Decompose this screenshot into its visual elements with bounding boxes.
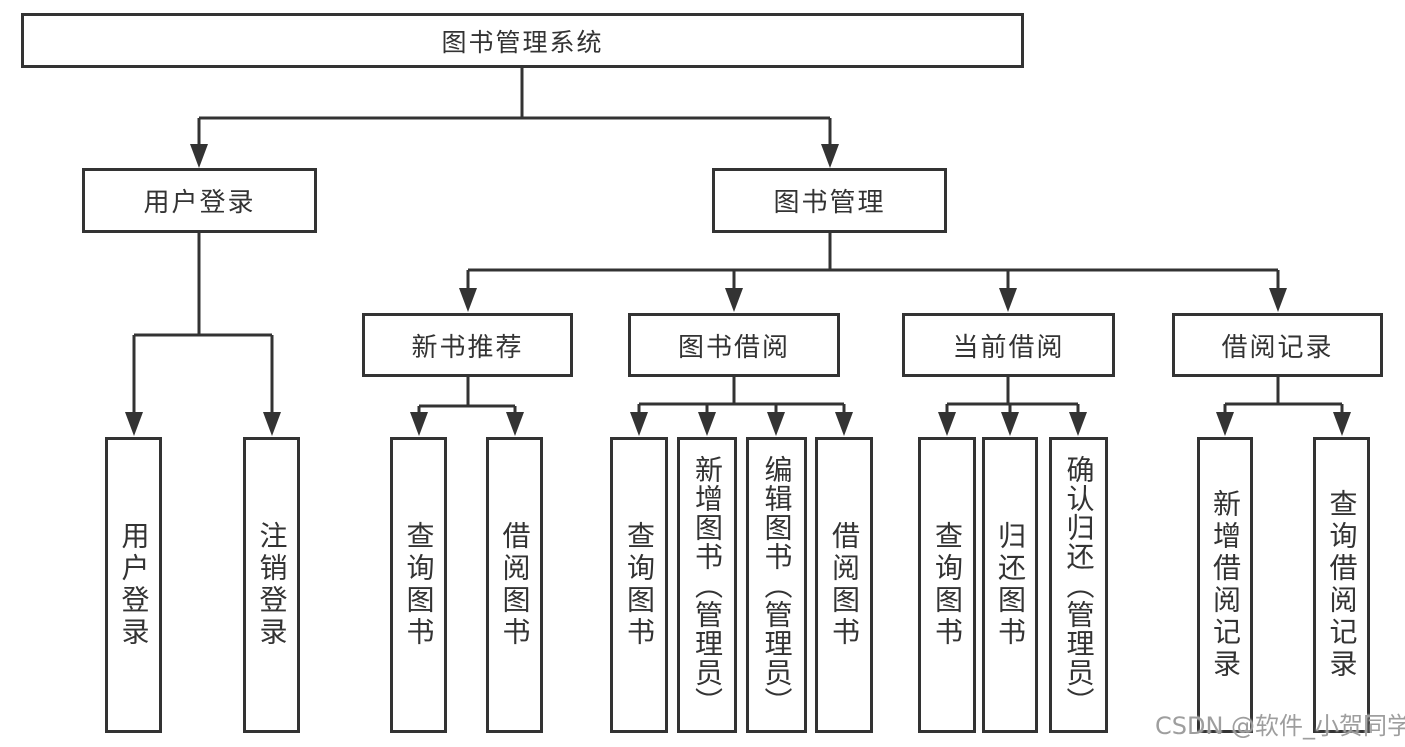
node-book-borrow-label: 图书借阅	[677, 332, 790, 363]
leaf-user-login: 用户登录	[105, 437, 162, 733]
leaf-user-login-label: 用户登录	[117, 521, 151, 649]
leaf-confirm-return-admin: 确认归还（管理员）	[1049, 437, 1108, 733]
node-root: 图书管理系统	[21, 13, 1024, 68]
leaf-borrow-book-label: 借阅图书	[828, 521, 861, 649]
node-new-book-recommend: 新书推荐	[362, 313, 573, 377]
node-current-borrow-label: 当前借阅	[952, 332, 1065, 363]
leaf-add-borrow-record-label: 新增借阅记录	[1209, 489, 1242, 681]
leaf-edit-book-admin-label: 编辑图书（管理员）	[760, 454, 794, 716]
leaf-borrow-query-book-label: 查询图书	[623, 521, 656, 649]
node-book-management: 图书管理	[712, 168, 947, 233]
leaf-recommend-query-book: 查询图书	[390, 437, 447, 733]
node-book-management-label: 图书管理	[773, 188, 886, 218]
node-user-login-label: 用户登录	[143, 188, 256, 218]
leaf-edit-book-admin: 编辑图书（管理员）	[746, 437, 807, 733]
leaf-recommend-borrow-book-label: 借阅图书	[498, 521, 532, 649]
leaf-borrow-query-book: 查询图书	[610, 437, 668, 733]
node-borrow-record-label: 借阅记录	[1221, 332, 1334, 363]
leaf-logout: 注销登录	[243, 437, 300, 733]
node-current-borrow: 当前借阅	[902, 313, 1115, 377]
node-book-borrow: 图书借阅	[628, 313, 840, 377]
leaf-current-query-book: 查询图书	[918, 437, 976, 733]
leaf-current-query-book-label: 查询图书	[931, 521, 964, 649]
leaf-return-book-label: 归还图书	[994, 521, 1027, 649]
leaf-recommend-borrow-book: 借阅图书	[486, 437, 543, 733]
node-user-login: 用户登录	[82, 168, 317, 233]
leaf-return-book: 归还图书	[982, 437, 1038, 733]
leaf-add-book-admin-label: 新增图书（管理员）	[691, 454, 724, 716]
node-borrow-record: 借阅记录	[1172, 313, 1383, 377]
csdn-watermark: CSDN @软件_小贺同学	[1155, 712, 1405, 740]
node-root-label: 图书管理系统	[441, 27, 604, 57]
leaf-add-book-admin: 新增图书（管理员）	[677, 437, 737, 733]
leaf-query-borrow-record: 查询借阅记录	[1313, 437, 1370, 733]
leaf-query-borrow-record-label: 查询借阅记录	[1325, 489, 1359, 681]
leaf-recommend-query-book-label: 查询图书	[402, 521, 436, 649]
leaf-add-borrow-record: 新增借阅记录	[1197, 437, 1253, 733]
leaf-borrow-book: 借阅图书	[815, 437, 873, 733]
leaf-logout-label: 注销登录	[255, 521, 289, 649]
node-new-book-recommend-label: 新书推荐	[411, 332, 524, 363]
leaf-confirm-return-admin-label: 确认归还（管理员）	[1062, 454, 1096, 716]
